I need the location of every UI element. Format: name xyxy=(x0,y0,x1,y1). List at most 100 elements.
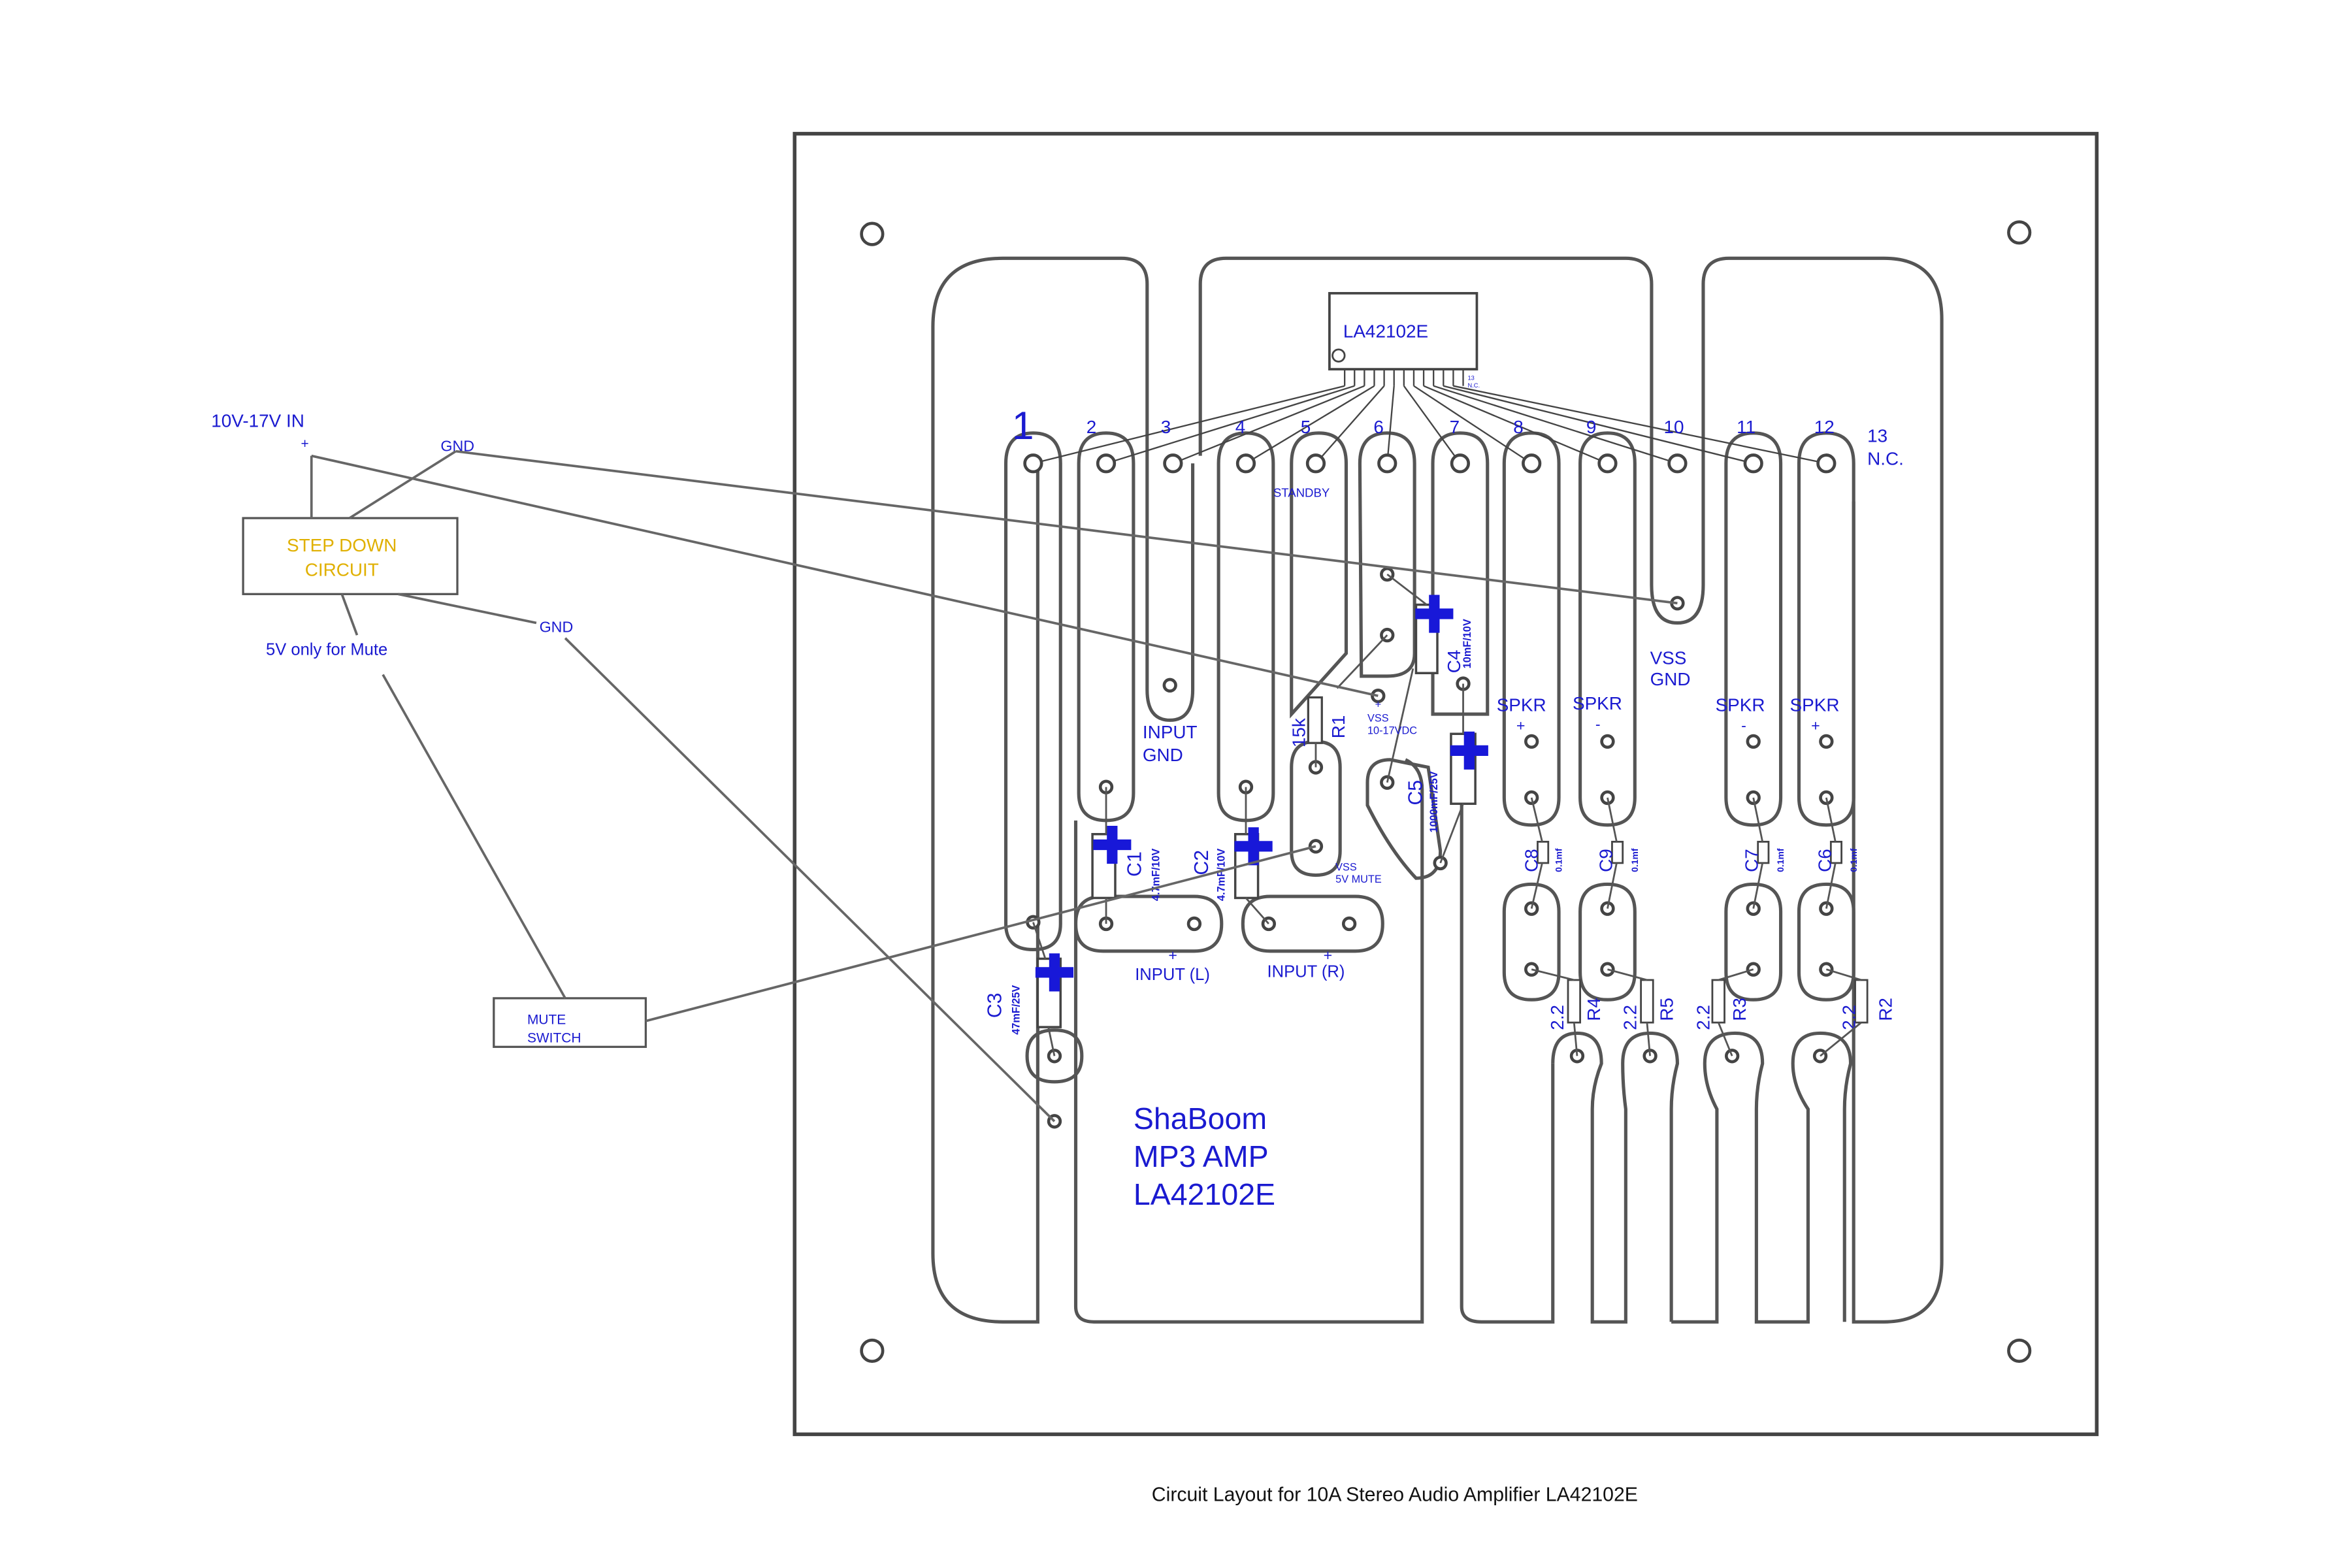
c4-plus-icon xyxy=(1415,595,1454,633)
chip-pin-lead xyxy=(1033,385,1345,465)
pin-7-label: 7 xyxy=(1450,417,1460,437)
pin-6-label: 6 xyxy=(1373,417,1384,437)
chip-name: LA42102E xyxy=(1343,321,1428,341)
pin4-trace xyxy=(1217,431,1275,823)
c5-value: 1000mF/25V xyxy=(1428,771,1440,832)
pin-13-label: 13 xyxy=(1867,426,1887,446)
mute-note: 5V only for Mute xyxy=(266,640,387,659)
solder-pad xyxy=(1819,734,1834,749)
solder-pad xyxy=(1597,453,1618,474)
solder-pad xyxy=(1524,734,1539,749)
solder-pad xyxy=(1377,453,1397,474)
solder-pad xyxy=(1816,453,1837,474)
c7-value: 0.1mf xyxy=(1775,848,1786,872)
solder-pad xyxy=(1341,916,1357,932)
mounting-hole-top-left xyxy=(860,221,885,246)
vss-in-label-line2: 10-17VDC xyxy=(1367,725,1417,736)
r4-value: 2.2 xyxy=(1547,1005,1567,1030)
solder-pad xyxy=(1450,453,1471,474)
gnd-finger-2 xyxy=(1671,1031,1853,1324)
pin12-trace xyxy=(1797,431,1855,827)
spkr-3-sign: - xyxy=(1741,717,1746,734)
input-r-label: INPUT (R) xyxy=(1267,962,1345,981)
spkr-island-4 xyxy=(1797,882,1855,1002)
input-gnd-label-line1: INPUT xyxy=(1143,722,1198,742)
input-gnd-label-line2: GND xyxy=(1143,745,1183,765)
board-title-line2: MP3 AMP xyxy=(1134,1139,1269,1173)
c5-island xyxy=(1365,758,1443,880)
c8-capacitor xyxy=(1537,840,1550,864)
r1-resistor xyxy=(1307,696,1323,744)
r3-resistor xyxy=(1711,979,1725,1024)
board-title-line1: ShaBoom xyxy=(1134,1102,1267,1135)
c8-label: C8 xyxy=(1521,849,1541,872)
chip-pin-lead xyxy=(1386,385,1395,464)
c3-island xyxy=(1025,1028,1084,1084)
chip-pin-lead xyxy=(1423,385,1608,465)
vss-in-label-line1: VSS xyxy=(1367,713,1389,725)
solder-pad xyxy=(1667,453,1688,474)
r5-value: 2.2 xyxy=(1620,1005,1641,1030)
vss-mute-label-line2: 5V MUTE xyxy=(1335,874,1382,885)
chip-pin-lead xyxy=(1105,385,1355,465)
solder-pad xyxy=(1746,734,1761,749)
mute-switch-line1: MUTE xyxy=(527,1012,566,1027)
solder-pad xyxy=(1819,962,1834,977)
c3-plus-icon xyxy=(1035,953,1074,992)
chip-pin-lead xyxy=(1433,385,1678,465)
board-title-line3: LA42102E xyxy=(1134,1177,1275,1211)
spkr-4-label: SPKR xyxy=(1790,694,1840,715)
pin-8-label: 8 xyxy=(1513,417,1524,437)
solder-pad xyxy=(1746,901,1761,916)
r1-island xyxy=(1290,740,1342,877)
chip-pin-lead xyxy=(1172,385,1365,465)
vss-gnd-label-line2: GND xyxy=(1650,669,1691,689)
gnd-finger-1 xyxy=(1551,1031,1680,1324)
c2-plus-icon xyxy=(1234,827,1273,866)
mute-switch-box xyxy=(493,997,647,1048)
chip-pin-lead xyxy=(1245,385,1375,465)
c8-value: 0.1mf xyxy=(1554,848,1564,872)
spkr-1-sign: + xyxy=(1516,717,1526,734)
mounting-hole-top-right xyxy=(2007,220,2032,245)
r1-label: R1 xyxy=(1328,715,1348,739)
r4-resistor xyxy=(1567,979,1581,1024)
c1-value: 4.7mF/10V xyxy=(1150,848,1162,901)
c5-label: C5 xyxy=(1405,780,1427,806)
pin11-trace xyxy=(1724,431,1783,827)
solder-pad xyxy=(1305,453,1326,474)
r5-label: R5 xyxy=(1656,998,1676,1021)
spkr-2-label: SPKR xyxy=(1573,693,1622,713)
solder-pad xyxy=(1743,453,1763,474)
component-leads xyxy=(1032,573,1862,1057)
c1-label: C1 xyxy=(1124,851,1146,877)
spkr-4-sign: + xyxy=(1811,717,1820,734)
mounting-hole-bottom-left xyxy=(860,1338,885,1364)
c3-label: C3 xyxy=(985,992,1006,1018)
input-l-island xyxy=(1073,894,1224,953)
pin-3-label: 3 xyxy=(1161,417,1171,437)
solder-pad xyxy=(1522,453,1542,474)
c7-label: C7 xyxy=(1742,849,1762,872)
pin-10-label: 10 xyxy=(1664,417,1684,437)
pin5-trace xyxy=(1290,431,1348,719)
chip-pin-leads xyxy=(1033,369,1827,465)
spkr-2-sign: - xyxy=(1595,715,1601,732)
pin8-trace xyxy=(1502,431,1561,827)
right-lower-region xyxy=(1460,790,1555,1324)
chip-pin-lead xyxy=(1413,385,1532,465)
pin-11-label: 11 xyxy=(1737,417,1756,437)
spkr-1-label: SPKR xyxy=(1497,694,1546,715)
c1-plus-icon xyxy=(1093,825,1132,864)
vss-mute-label-line1: VSS xyxy=(1335,862,1357,874)
solder-pad xyxy=(1600,901,1615,916)
input-l-plus: + xyxy=(1168,947,1177,964)
solder-pad xyxy=(1819,790,1834,806)
c4-label: C4 xyxy=(1444,650,1464,674)
spkr-3-label: SPKR xyxy=(1716,694,1765,715)
chip-pin13-small-num: 13 xyxy=(1468,374,1475,381)
input-r-plus: + xyxy=(1324,947,1333,964)
pin-2-label: 2 xyxy=(1086,417,1097,437)
solder-pad xyxy=(1746,790,1761,806)
